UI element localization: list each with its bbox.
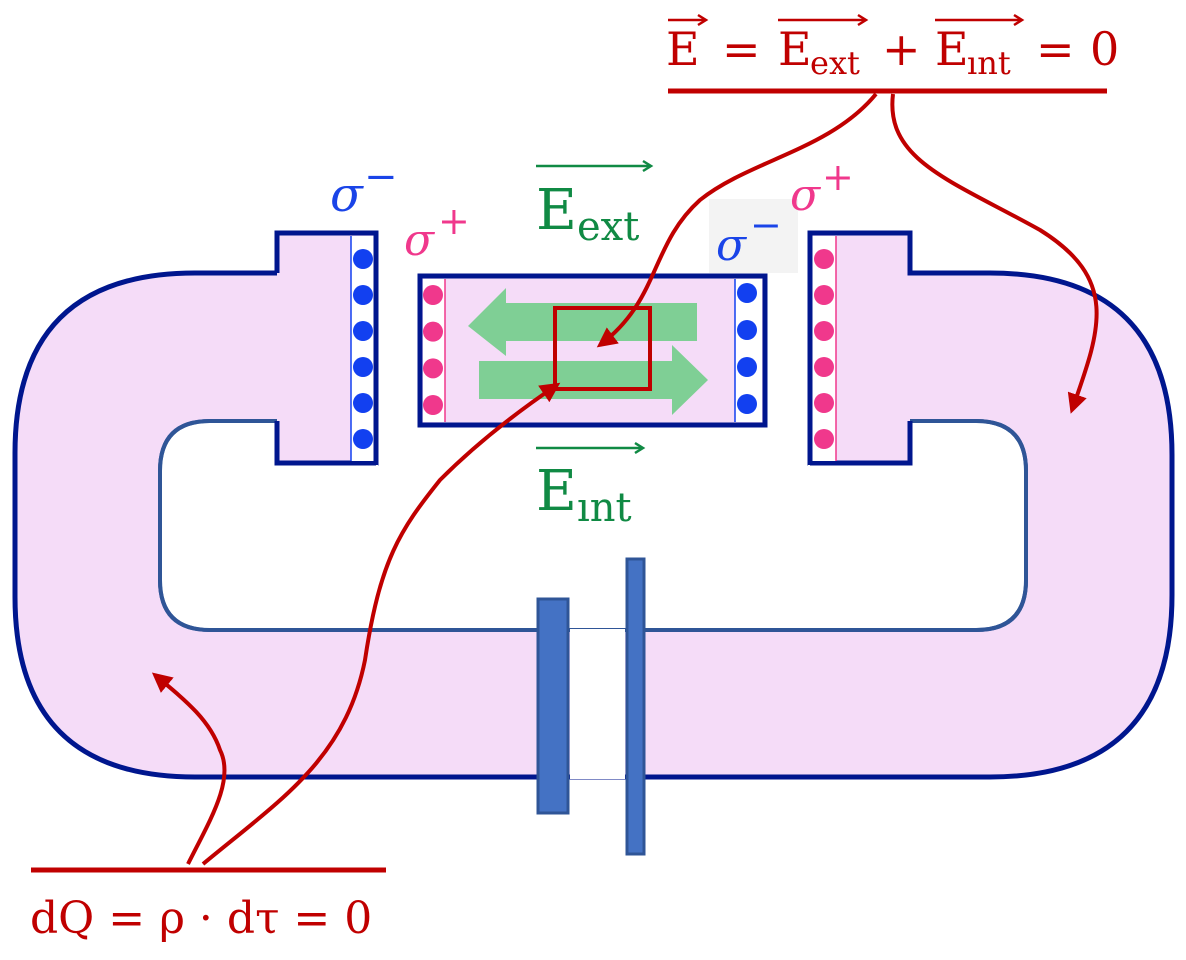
conductor-hole <box>162 423 1024 628</box>
field-subscript-int: ınt <box>967 44 1011 82</box>
positive-charge <box>814 249 834 269</box>
battery-plate-long <box>625 557 646 856</box>
sigma-symbol: σ <box>716 220 748 271</box>
sigma-symbol: σ <box>404 215 436 266</box>
e-symbol: E <box>536 178 577 243</box>
negative-charge <box>737 357 757 377</box>
sigma-sign-plus: + <box>822 155 854 199</box>
negative-charge <box>353 357 373 377</box>
zero-value: 0 <box>1090 22 1119 76</box>
left-plate-charge-strip <box>351 236 374 461</box>
pointer-arrow-to-gap-region <box>201 382 561 866</box>
gap-box <box>417 273 768 428</box>
e-int-field-arrow-left <box>468 288 697 356</box>
battery-gap <box>570 629 625 779</box>
positive-charge <box>814 321 834 341</box>
sigma-minus-left-label: σ − <box>330 154 398 223</box>
negative-charge <box>353 321 373 341</box>
e-symbol: E <box>536 459 577 524</box>
negative-charge <box>353 393 373 413</box>
charge-equation: dQ = ρ · dτ = 0 <box>30 893 372 944</box>
negative-charge <box>353 285 373 305</box>
plus-sign: + <box>882 22 921 76</box>
vector-arrowhead-Eint <box>1013 13 1025 27</box>
positive-charge <box>814 429 834 449</box>
plate-bottom-outline <box>274 421 913 466</box>
sigma-minus-right-highlight <box>709 199 798 273</box>
gap-box-negative-charges <box>737 283 757 414</box>
negative-charge <box>737 320 757 340</box>
positive-charge <box>814 285 834 305</box>
negative-charge <box>737 283 757 303</box>
e-int-label: E ınt <box>536 441 646 531</box>
negative-charge <box>353 249 373 269</box>
sigma-plus-right-label: σ + <box>790 155 854 221</box>
battery-plate-short <box>536 597 570 815</box>
vector-arrowhead-Eext <box>857 13 869 27</box>
equals-sign-1: = <box>722 22 761 76</box>
sigma-minus-right-label: σ − <box>716 203 782 271</box>
positive-charge <box>814 393 834 413</box>
e-subscript: ınt <box>577 485 632 531</box>
negative-charge <box>737 394 757 414</box>
gap-box-positive-charges <box>423 285 443 415</box>
field-symbol-Eext: E <box>778 22 812 76</box>
pointer-arrow-to-left-conductor <box>151 672 227 865</box>
positive-charge <box>423 321 443 342</box>
conductor-body <box>15 233 1172 777</box>
field-symbol-E: E <box>666 22 700 76</box>
gap-box-left-strip <box>423 279 445 422</box>
left-plate-negative-charges <box>353 249 373 449</box>
field-equation: E = E ext + E ınt = 0 <box>666 13 1119 82</box>
right-plate-positive-charges <box>814 249 834 449</box>
vector-arrowhead-ext <box>642 159 654 173</box>
vector-arrowhead-E <box>697 13 709 27</box>
sigma-sign-minus: − <box>750 203 782 247</box>
positive-charge <box>423 285 443 305</box>
sigma-sign-minus: − <box>364 154 398 200</box>
vector-arrowhead-int <box>634 441 646 455</box>
right-plate-charge-strip <box>812 236 836 461</box>
positive-charge <box>423 395 443 415</box>
sigma-plus-left-label: σ + <box>404 199 470 266</box>
e-subscript: ext <box>577 204 639 250</box>
negative-charge <box>353 429 373 449</box>
pointer-arrow-to-right-conductor <box>890 93 1099 414</box>
field-symbol-Eint: E <box>935 22 969 76</box>
sigma-symbol: σ <box>330 167 364 223</box>
field-subscript-ext: ext <box>810 44 860 82</box>
positive-charge <box>423 358 443 379</box>
sigma-symbol: σ <box>790 170 822 221</box>
e-ext-label: E ext <box>536 159 654 250</box>
positive-charge <box>814 357 834 377</box>
equals-sign-2: = <box>1036 22 1075 76</box>
sigma-sign-plus: + <box>438 199 470 243</box>
focus-region-box <box>553 306 652 391</box>
pointer-arrow-to-gap-center <box>596 92 878 348</box>
